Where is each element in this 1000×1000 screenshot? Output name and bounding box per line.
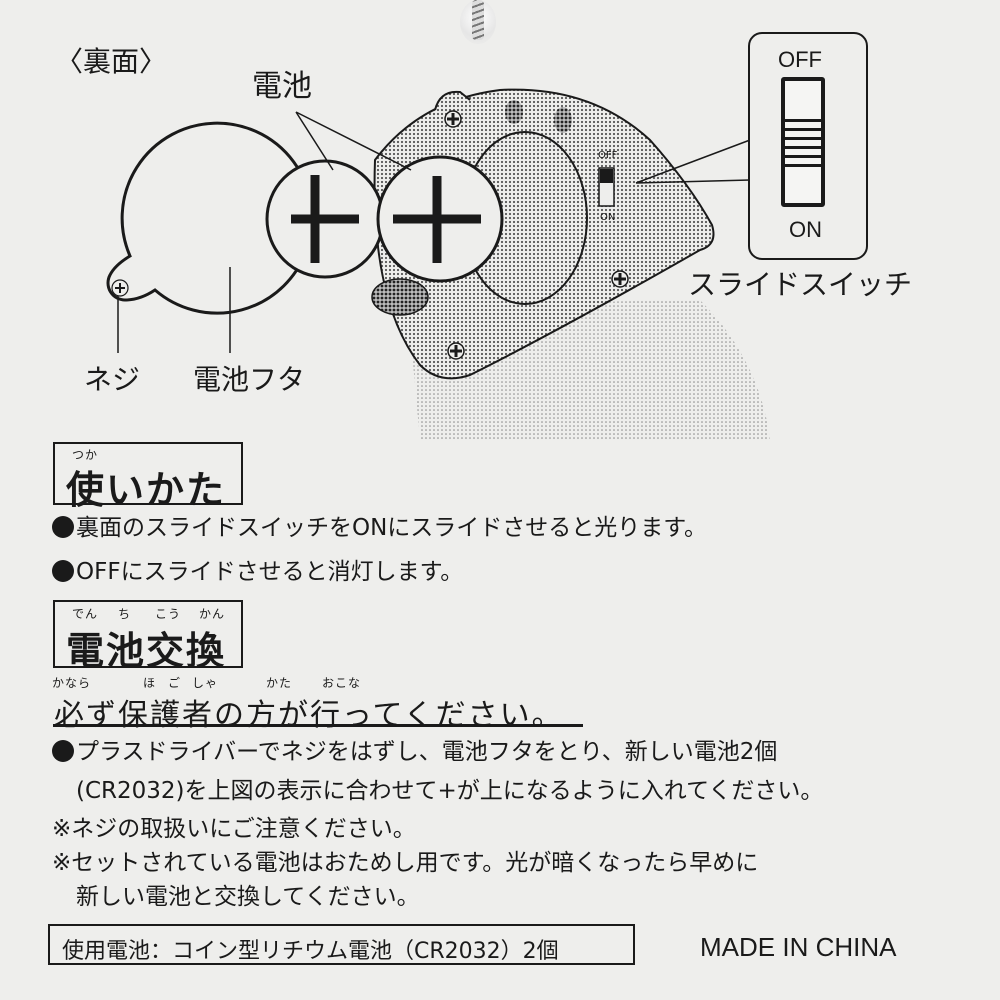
battery-diagram	[106, 88, 770, 440]
battery-ruby-2: ち	[118, 607, 132, 621]
note-line-2: ※セットされている電池はおためし用です。光が暗くなったら早めに	[52, 850, 759, 876]
usage-heading-box	[53, 442, 243, 505]
callout-on-label: ON	[789, 217, 822, 242]
bullet-icon	[52, 516, 74, 538]
usage-line-1: 裏面のスライドスイッチをONにスライドさせると光ります。	[52, 516, 707, 540]
battery-ruby-1: でん	[72, 607, 99, 621]
country-of-origin: MADE IN CHINA	[700, 932, 897, 962]
warn-ruby-3: ご	[168, 676, 182, 690]
device-on-label: ON	[600, 212, 616, 223]
battery-heading: 電池交換	[66, 629, 227, 673]
slide-switch-illustration	[781, 77, 825, 207]
bullet-icon	[52, 740, 74, 762]
warn-ruby-5: かた	[266, 676, 293, 690]
screw-icon	[611, 270, 629, 288]
slide-switch-caption: スライドスイッチ	[688, 268, 913, 301]
screw-icon	[447, 342, 465, 360]
battery-spec-box	[48, 924, 635, 965]
guardian-warning: 必ず保護者の方が行ってください。	[54, 698, 564, 733]
usage-heading: 使いかた	[66, 468, 227, 512]
note-line-1: ※ネジの取扱いにご注意ください。	[52, 816, 416, 842]
warn-ruby-1: かなら	[52, 676, 92, 690]
battery-spec: 使用電池：コイン型リチウム電池（CR2032）2個	[62, 939, 559, 964]
instruction-line-2: (CR2032)を上図の表示に合わせて+が上になるように入れてください。	[76, 778, 824, 804]
battery-heading-box	[53, 600, 243, 668]
usage-ruby: つか	[72, 448, 99, 462]
switch-knob	[785, 119, 821, 173]
note-line-3: 新しい電池と交換してください。	[76, 884, 420, 910]
warn-ruby-4: しゃ	[192, 676, 219, 690]
screw-label: ネジ	[84, 363, 141, 396]
battery-ruby-3: こう	[155, 607, 182, 621]
instruction-line-1: プラスドライバーでネジをはずし、電池フタをとり、新しい電池2個	[52, 740, 777, 764]
bullet-icon	[52, 560, 74, 582]
battery-ruby-4: かん	[199, 607, 226, 621]
battery-label: 電池	[252, 69, 312, 104]
warning-underline	[53, 724, 583, 727]
hanger-string	[472, 0, 484, 40]
device-off-label: OFF	[598, 150, 618, 161]
usage-line-2: OFFにスライドさせると消灯します。	[52, 560, 463, 584]
warn-ruby-6: おこな	[322, 676, 362, 690]
warn-ruby-2: ほ	[143, 676, 157, 690]
screw-icon	[444, 110, 462, 128]
cover-label: 電池フタ	[193, 363, 306, 396]
battery-cover	[106, 121, 314, 315]
view-label: 〈裏面〉	[55, 45, 168, 78]
cover-screw-icon	[111, 279, 129, 297]
callout-off-label: OFF	[778, 47, 822, 72]
